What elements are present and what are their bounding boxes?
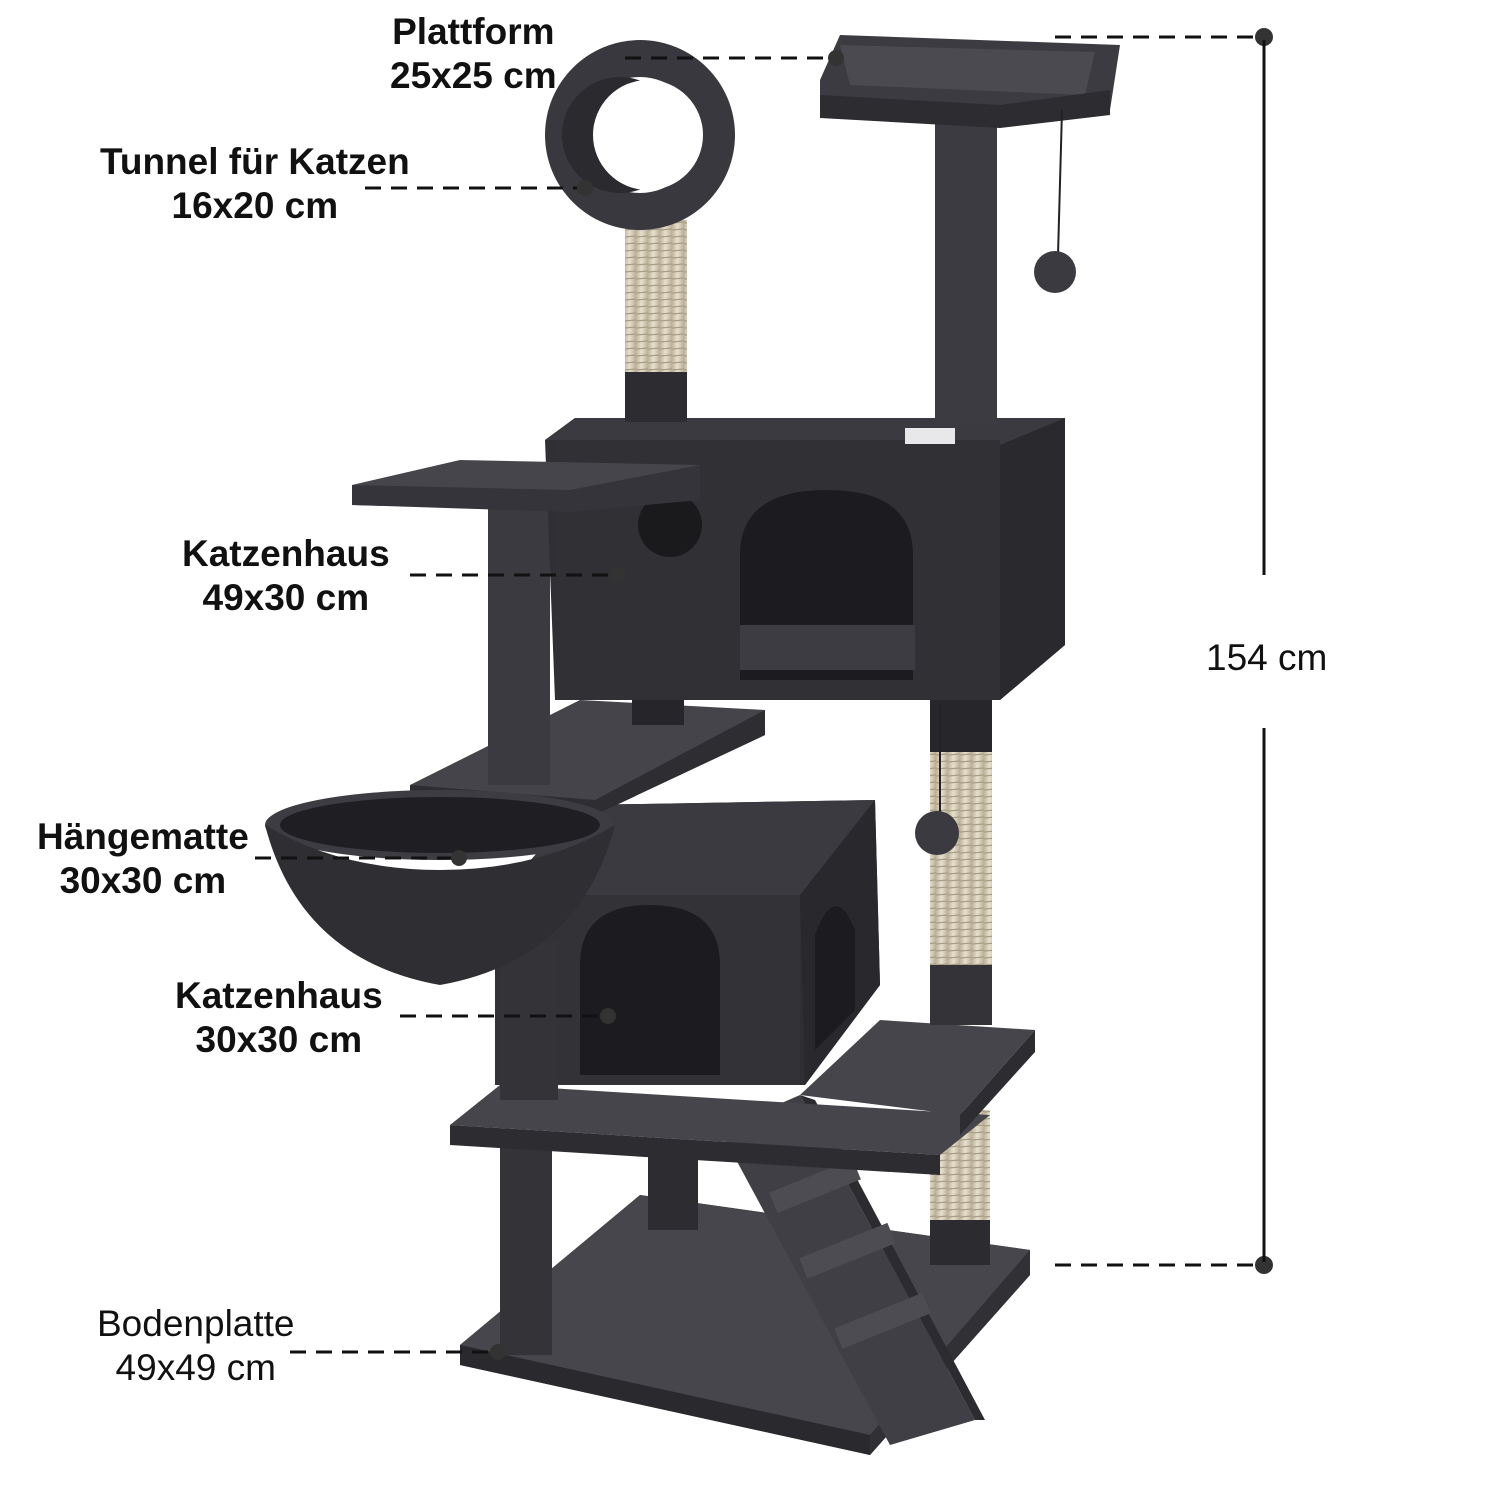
toy-ball-lower (915, 811, 959, 855)
toy-ball-upper (1034, 251, 1076, 293)
label-house-upper: Katzenhaus 49x30 cm (182, 532, 390, 620)
label-tunnel: Tunnel für Katzen 16x20 cm (100, 140, 410, 228)
label-house-upper-dimension: 49x30 cm (202, 577, 370, 618)
post-base-back (648, 1150, 698, 1230)
label-hammock-name: Hängematte (37, 816, 249, 857)
hammock (265, 790, 615, 985)
post-platform (935, 110, 997, 425)
cat-tunnel (545, 40, 735, 230)
label-tunnel-name: Tunnel für Katzen (100, 141, 410, 182)
callout-dots (451, 28, 1273, 1360)
middle-platform (410, 700, 765, 815)
callout-dot-tunnel (577, 180, 593, 196)
callout-dot-base (490, 1344, 506, 1360)
callout-lines (255, 35, 1262, 1354)
height-dot-top (1255, 28, 1273, 46)
height-dot-bottom (1255, 1256, 1273, 1274)
total-height-label: 154 cm (1206, 637, 1328, 678)
label-tunnel-dimension: 16x20 cm (171, 185, 339, 226)
callout-dot-platform (828, 50, 844, 66)
upper-cat-house (545, 418, 1065, 700)
label-house-lower-dimension: 30x30 cm (195, 1019, 363, 1060)
label-hammock-dimension: 30x30 cm (59, 860, 227, 901)
top-platform (820, 35, 1120, 128)
label-house-lower-name: Katzenhaus (175, 975, 383, 1016)
label-house-upper-name: Katzenhaus (182, 533, 390, 574)
callout-dot-house-upper (610, 567, 626, 583)
label-house-lower: Katzenhaus 30x30 cm (175, 974, 383, 1062)
post-base-left (500, 1140, 552, 1355)
label-platform-name: Plattform (392, 11, 555, 52)
label-platform: Plattform 25x25 cm (390, 10, 557, 98)
post-left (488, 505, 550, 785)
post-sisal-tunnel (625, 220, 687, 422)
left-platform (352, 460, 700, 512)
label-hammock: Hängematte 30x30 cm (37, 815, 249, 903)
label-base-dimension: 49x49 cm (115, 1347, 276, 1388)
label-base-name: Bodenplatte (97, 1303, 295, 1344)
callout-dot-house-lower (600, 1008, 616, 1024)
post-hammock (500, 940, 558, 1100)
label-platform-dimension: 25x25 cm (390, 55, 557, 96)
lower-deck (450, 1020, 1035, 1175)
callout-dot-hammock (451, 850, 467, 866)
ramp (720, 1095, 985, 1445)
label-base: Bodenplatte 49x49 cm (97, 1302, 295, 1390)
